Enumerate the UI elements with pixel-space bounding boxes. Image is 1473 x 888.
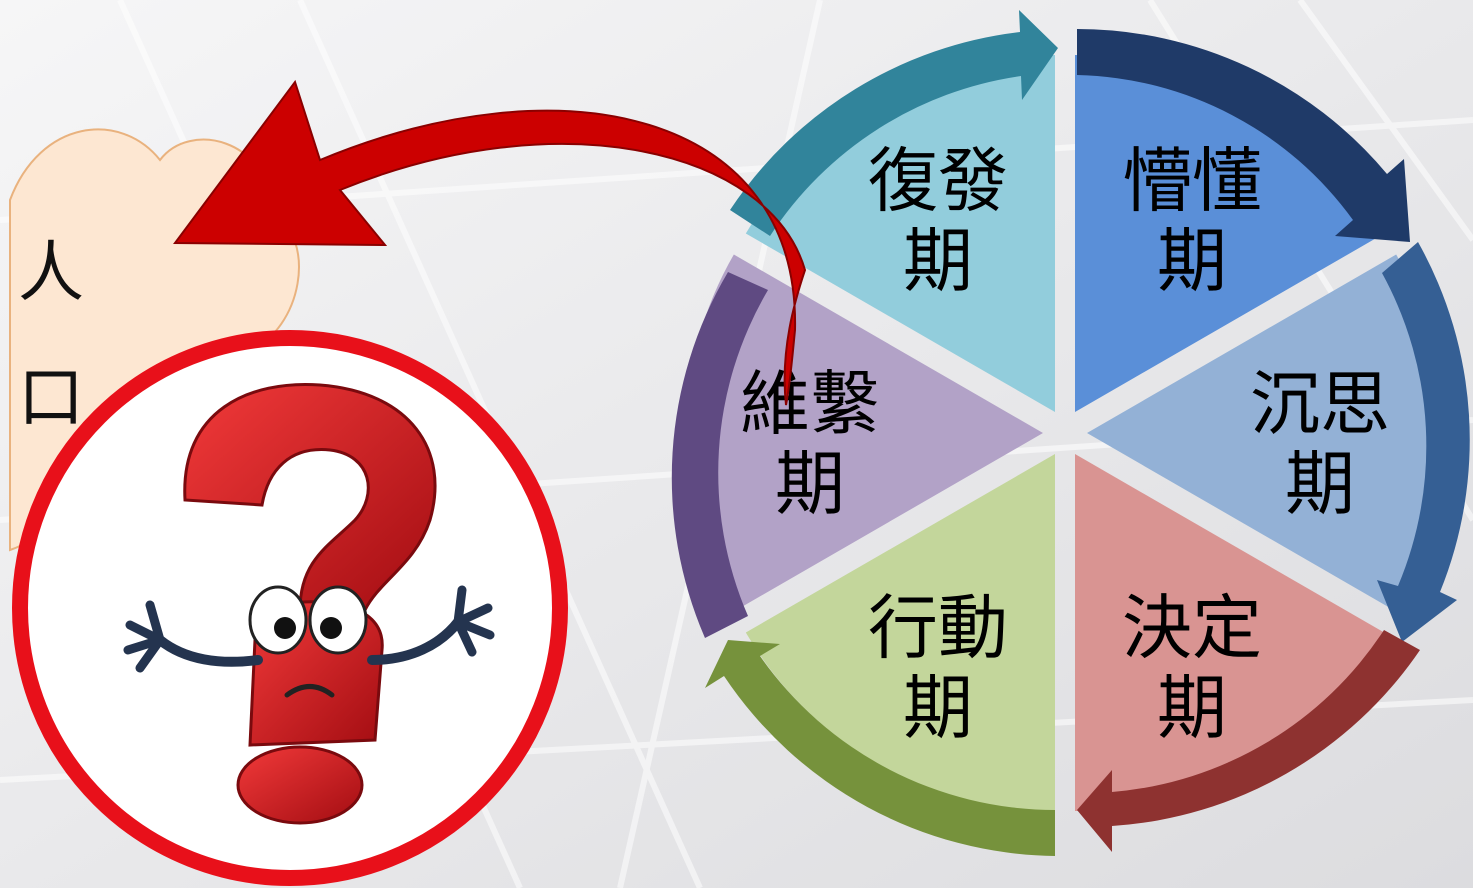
arrow-precontemplation (1077, 29, 1410, 242)
label-precontemplation-line2: 期 (1157, 220, 1227, 302)
right-arm (367, 617, 463, 665)
label-action-line2: 期 (903, 667, 973, 749)
left-arm (155, 635, 263, 667)
stages-of-change-cycle: 懵懂 期 沉思 期 決定 期 行動 期 維繫 期 復發 期 (671, 10, 1470, 856)
label-action-line1: 行動 (868, 587, 1008, 669)
arrow-decision (1077, 630, 1420, 852)
arrow-relapse (730, 10, 1058, 236)
label-contemplation-line2: 期 (1285, 443, 1355, 525)
question-mark-badge (12, 330, 568, 886)
badge-ring (12, 330, 568, 886)
label-decision-line1: 決定 (1122, 587, 1262, 669)
wedge-contemplation (1087, 254, 1444, 612)
right-hand-icon (453, 585, 495, 657)
arrow-action (705, 640, 1055, 856)
relapse-back-arrow (173, 79, 807, 406)
arrow-contemplation (1377, 242, 1470, 642)
label-maintenance-line2: 期 (775, 443, 845, 525)
label-contemplation-line1: 沉思 (1250, 363, 1390, 445)
frown-mouth (284, 684, 335, 698)
question-hook-shape (183, 382, 437, 612)
wedge-maintenance (686, 254, 1043, 612)
label-relapse-line1: 復發 (868, 140, 1008, 222)
question-dot-shape (236, 745, 364, 825)
wedge-action (745, 454, 1055, 811)
left-hand-icon (123, 600, 165, 673)
cycle-arrows (671, 10, 1470, 856)
label-relapse-line2: 期 (903, 220, 973, 302)
label-decision-line2: 期 (1157, 667, 1227, 749)
question-mark-character-icon (123, 382, 495, 825)
right-pupil (320, 617, 342, 639)
cloud-text-line2: 口 (18, 359, 84, 436)
left-pupil (274, 617, 296, 639)
stage-labels: 懵懂 期 沉思 期 決定 期 行動 期 維繫 期 復發 期 (740, 140, 1390, 749)
arrow-maintenance (671, 272, 768, 638)
label-maintenance-line1: 維繫 (740, 363, 880, 445)
cloud-text-line1: 人 (18, 234, 84, 311)
red-arrow-icon (173, 79, 807, 406)
label-precontemplation-line1: 懵懂 (1122, 140, 1262, 222)
